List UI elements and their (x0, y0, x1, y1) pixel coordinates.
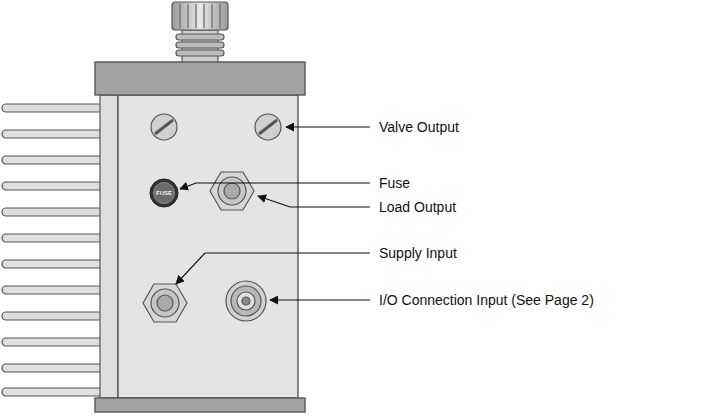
heatsink-fin (2, 364, 112, 372)
heatsink-fin (2, 338, 112, 346)
leader-lines (176, 127, 370, 300)
part-label: Valve Output (379, 120, 459, 134)
fuse-cap (154, 183, 175, 204)
heatsink-fin (2, 234, 112, 242)
gland-hex (210, 172, 254, 210)
fuse-marking: FUSE (156, 190, 172, 196)
gland-core (157, 295, 173, 311)
screw-head (151, 114, 177, 140)
leader-line (176, 253, 370, 284)
heatsink-fin (2, 312, 112, 320)
heatsink-fin (2, 104, 112, 112)
screw-slot (155, 120, 173, 134)
gland-hex (143, 284, 187, 322)
screw-head (255, 114, 281, 140)
leader-line (286, 126, 370, 127)
heatsink-plate (100, 95, 118, 398)
housing-bottom-cap (95, 398, 305, 412)
io-outer-ring (226, 281, 266, 321)
load-gland (210, 172, 254, 210)
heatsink-fin (2, 388, 112, 396)
leader-line (180, 183, 370, 189)
io-socket (237, 292, 255, 310)
connector-rib (176, 34, 224, 40)
supply-gland (143, 284, 187, 322)
fuse-ring (150, 179, 178, 207)
heatsink-fin (2, 130, 112, 138)
gland-core (224, 183, 240, 199)
housing-body (118, 95, 298, 398)
io-middle-ring (231, 286, 261, 316)
gland-ring (151, 289, 179, 317)
heatsink-fin (2, 208, 112, 216)
part-label: Fuse (379, 176, 410, 190)
leader-line (270, 299, 370, 300)
housing-top-cap (95, 62, 305, 95)
heatsink-fin (2, 156, 112, 164)
connector-cap (172, 2, 228, 30)
connector-knurling (180, 4, 220, 28)
leader-line (258, 196, 370, 207)
fuse-holder (150, 179, 178, 207)
part-label: Load Output (379, 200, 456, 214)
housing (95, 62, 305, 412)
part-label: I/O Connection Input (See Page 2) (379, 293, 594, 307)
heatsink (2, 95, 118, 398)
connector-rib (176, 42, 224, 48)
heatsink-fin (2, 260, 112, 268)
gland-ring (218, 177, 246, 205)
valve-screws (151, 114, 281, 140)
screw-slot (259, 120, 277, 134)
heatsink-fin (2, 182, 112, 190)
io-connector (226, 281, 266, 321)
io-pin (242, 297, 250, 305)
heatsink-fin (2, 286, 112, 294)
connector-rib (176, 50, 224, 56)
top-connector (172, 2, 228, 64)
part-label: Supply Input (379, 246, 457, 260)
